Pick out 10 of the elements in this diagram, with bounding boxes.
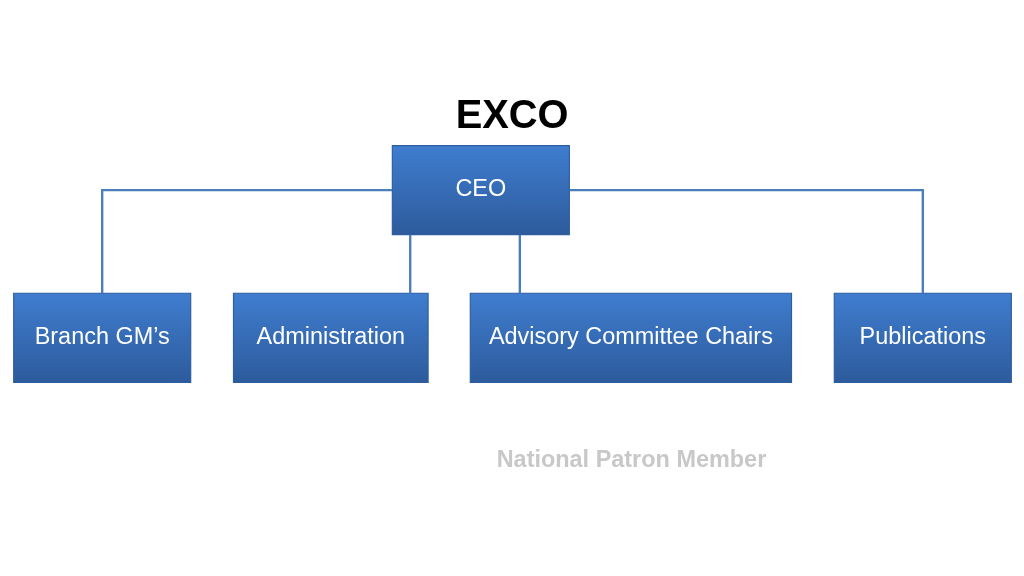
connector	[569, 188, 924, 294]
connector	[518, 234, 521, 294]
node-box: Advisory Committee Chairs	[469, 292, 792, 383]
diagram-title: EXCO	[455, 92, 569, 137]
node-box: CEO	[391, 145, 570, 236]
connector	[100, 188, 392, 294]
node-box: Administration	[232, 292, 429, 383]
node-box: Publications	[833, 292, 1012, 383]
connector	[408, 234, 411, 294]
node-box: Branch GM’s	[12, 292, 191, 383]
